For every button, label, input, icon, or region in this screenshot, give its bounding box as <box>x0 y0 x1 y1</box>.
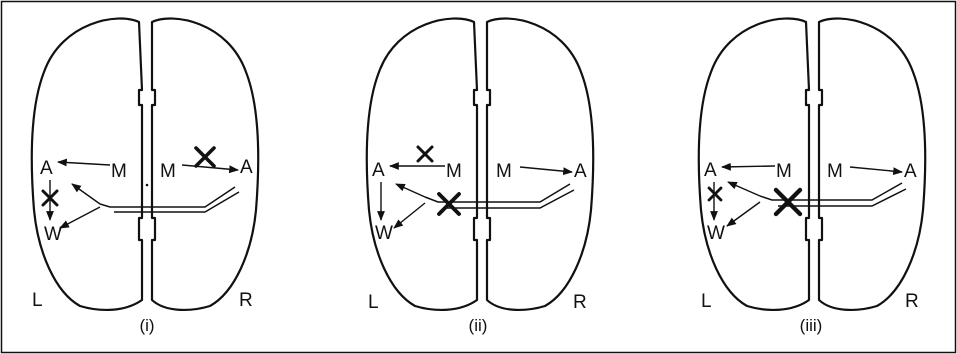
motor-label-left: M <box>111 161 127 182</box>
motor-label-right: M <box>496 161 512 182</box>
callosal-pathway <box>759 182 907 207</box>
right-hemisphere <box>485 17 595 312</box>
right-hemisphere <box>150 17 260 312</box>
arrow-icon <box>849 166 903 176</box>
motor-label-left: M <box>446 161 462 182</box>
callosal-dot <box>145 183 149 187</box>
right-hemisphere <box>817 17 927 312</box>
angular-label-right: A <box>574 161 587 182</box>
angular-label-left: A <box>372 160 385 181</box>
panel-i: M A W M A L R (i) <box>30 17 260 335</box>
angular-label-right: A <box>904 161 917 182</box>
x-mark-icon <box>41 189 59 207</box>
arrow-icon <box>57 158 111 167</box>
arrow-icon <box>395 183 426 198</box>
x-mark-icon <box>416 145 434 163</box>
arrow-icon <box>71 183 101 205</box>
motor-label-right: M <box>827 161 843 182</box>
x-mark-icon <box>437 192 461 216</box>
left-hemisphere <box>697 17 811 312</box>
arrow-icon <box>726 201 761 227</box>
panel-caption: (iii) <box>800 316 823 335</box>
side-label-left: L <box>368 292 379 313</box>
x-mark-icon <box>194 146 216 168</box>
side-label-right: R <box>905 291 919 312</box>
wernicke-label-left: W <box>44 224 62 245</box>
side-label-right: R <box>573 292 587 313</box>
callosal-pathway <box>99 186 240 213</box>
arrow-icon <box>519 166 573 176</box>
arrow-icon <box>727 181 761 197</box>
panel-ii: M A W M A L R (ii) <box>365 17 595 335</box>
panel-caption: (ii) <box>469 316 488 335</box>
arrow-icon <box>59 206 101 229</box>
side-label-right: R <box>239 290 253 311</box>
panel-iii: M A W M A L R (iii) <box>697 17 927 335</box>
angular-label-left: A <box>704 160 717 181</box>
motor-label-left: M <box>776 161 792 182</box>
side-label-left: L <box>701 291 712 312</box>
arrow-icon <box>721 162 776 171</box>
arrow-icon <box>393 202 426 229</box>
arrow-icon <box>181 164 239 174</box>
panel-caption: (i) <box>139 316 154 335</box>
wernicke-label-left: W <box>375 223 393 244</box>
wernicke-label-left: W <box>707 223 725 244</box>
angular-label-right: A <box>240 157 253 178</box>
left-hemisphere <box>365 17 479 312</box>
callosal-pathway <box>424 183 575 209</box>
x-mark-icon <box>773 187 803 217</box>
x-mark-icon <box>707 186 723 202</box>
motor-label-right: M <box>160 161 176 182</box>
angular-label-left: A <box>40 158 53 179</box>
side-label-left: L <box>32 290 43 311</box>
